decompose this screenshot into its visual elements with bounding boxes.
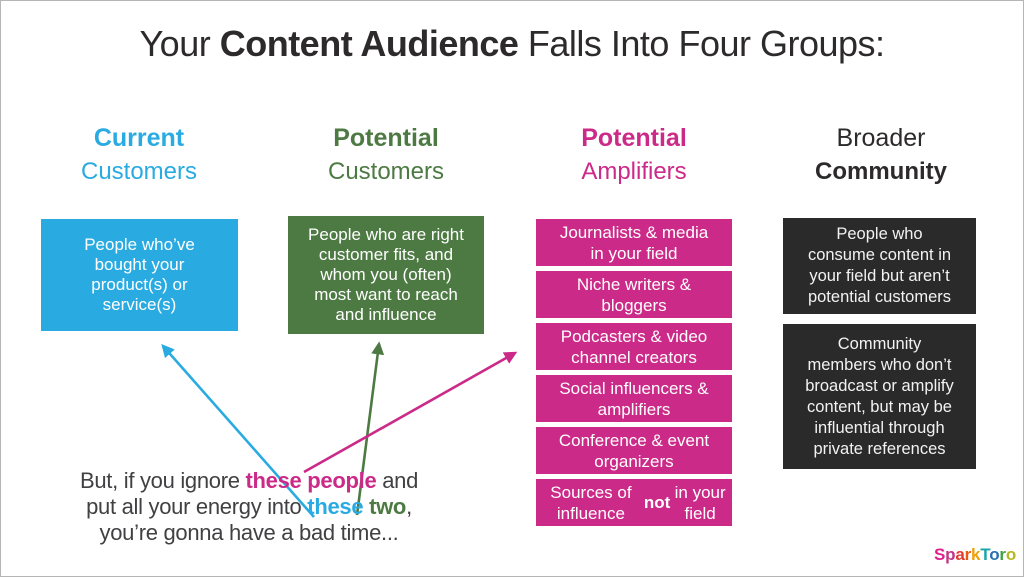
page-title: Your Content Audience Falls Into Four Gr… bbox=[1, 23, 1023, 65]
arrow-to-potential-amplifiers bbox=[303, 351, 518, 474]
column-header-line1: Potential bbox=[581, 124, 687, 152]
column-header-line2: Customers bbox=[80, 158, 198, 185]
column-header-potential-amplifiers: Potential Amplifiers bbox=[519, 121, 749, 189]
column-header-line2: Community bbox=[815, 158, 947, 185]
amplifier-box-niche-writers: Niche writers & bloggers bbox=[536, 271, 732, 318]
footer-note: But, if you ignore these people and put … bbox=[58, 468, 440, 546]
footer-line-2: put all your energy into these two, bbox=[86, 494, 412, 519]
title-emphasis: Content Audience bbox=[219, 23, 519, 64]
column-header-line2: Amplifiers bbox=[581, 158, 687, 185]
amplifier-box-podcasters: Podcasters & video channel creators bbox=[536, 323, 732, 370]
column-header-potential-customers: Potential Customers bbox=[271, 121, 501, 189]
community-box-private-influencers: Community members who don’t broadcast or… bbox=[783, 324, 976, 469]
title-post: Falls Into Four Groups: bbox=[518, 23, 885, 64]
footer-line-3: you’re gonna have a bad time... bbox=[99, 520, 399, 545]
column-header-line1: Potential bbox=[333, 124, 439, 152]
community-box-content-consumers: People who consume content in your field… bbox=[783, 218, 976, 314]
amplifier-box-journalists: Journalists & media in your field bbox=[536, 219, 732, 266]
column-header-line1: Broader bbox=[836, 124, 926, 152]
column-header-line1: Current bbox=[93, 124, 185, 152]
column-header-current-customers: Current Customers bbox=[24, 121, 254, 189]
sparktoro-logo: SparkToro bbox=[934, 545, 1017, 564]
column-header-broader-community: Broader Community bbox=[766, 121, 996, 189]
column-header-line2: Customers bbox=[327, 158, 445, 185]
title-pre: Your bbox=[139, 23, 220, 64]
amplifier-box-social-influencers: Social influencers & amplifiers bbox=[536, 375, 732, 422]
footer-line-1: But, if you ignore these people and bbox=[79, 468, 419, 493]
amplifier-box-conference-organizers: Conference & event organizers bbox=[536, 427, 732, 474]
current-customers-box: People who’ve bought your product(s) or … bbox=[41, 219, 238, 331]
potential-customers-box: People who are right customer fits, and … bbox=[288, 216, 484, 334]
amplifier-box-outside-influence: Sources of influence not in your field bbox=[536, 479, 732, 526]
